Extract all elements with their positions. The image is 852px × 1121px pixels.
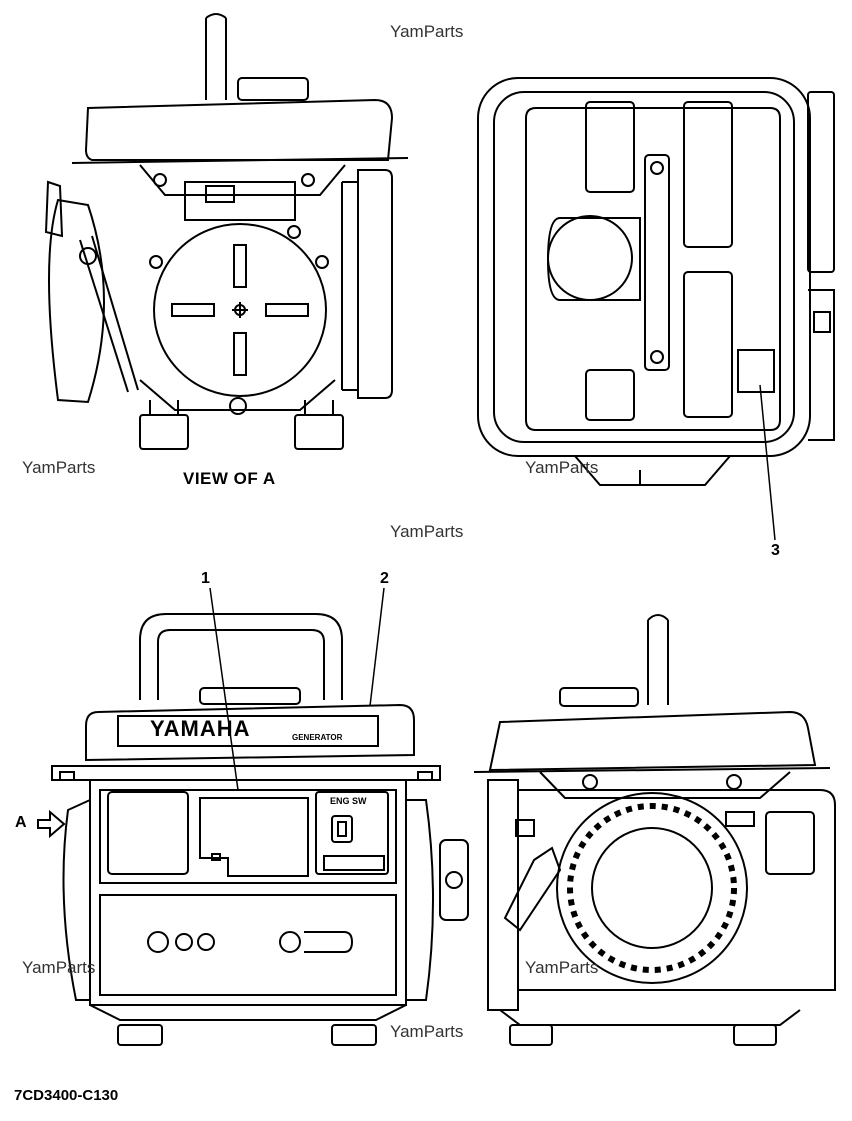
- view-a-drawing: [44, 13, 409, 450]
- watermark: YamParts: [525, 458, 599, 477]
- view-caption: VIEW OF A: [183, 469, 276, 488]
- switch-label: ENG SW: [330, 796, 367, 806]
- callout-3: 3: [771, 542, 780, 559]
- watermark: YamParts: [525, 958, 599, 977]
- watermark: YamParts: [22, 458, 96, 477]
- side-view-drawing: [473, 614, 836, 1046]
- panel-text: GENERATOR: [292, 733, 343, 742]
- callout-1: 1: [201, 570, 210, 587]
- watermark: YamParts: [390, 1022, 464, 1041]
- watermark: YamParts: [22, 958, 96, 977]
- reference-code: 7CD3400-C130: [14, 1087, 119, 1104]
- callout-2: 2: [380, 570, 389, 587]
- watermark: YamParts: [390, 522, 464, 541]
- front-view-drawing: [37, 587, 469, 1046]
- brand-logo: YAMAHA: [150, 716, 251, 741]
- watermark: YamParts: [390, 22, 464, 41]
- arrow-a-label: A: [15, 814, 27, 831]
- top-view-drawing: [477, 77, 835, 541]
